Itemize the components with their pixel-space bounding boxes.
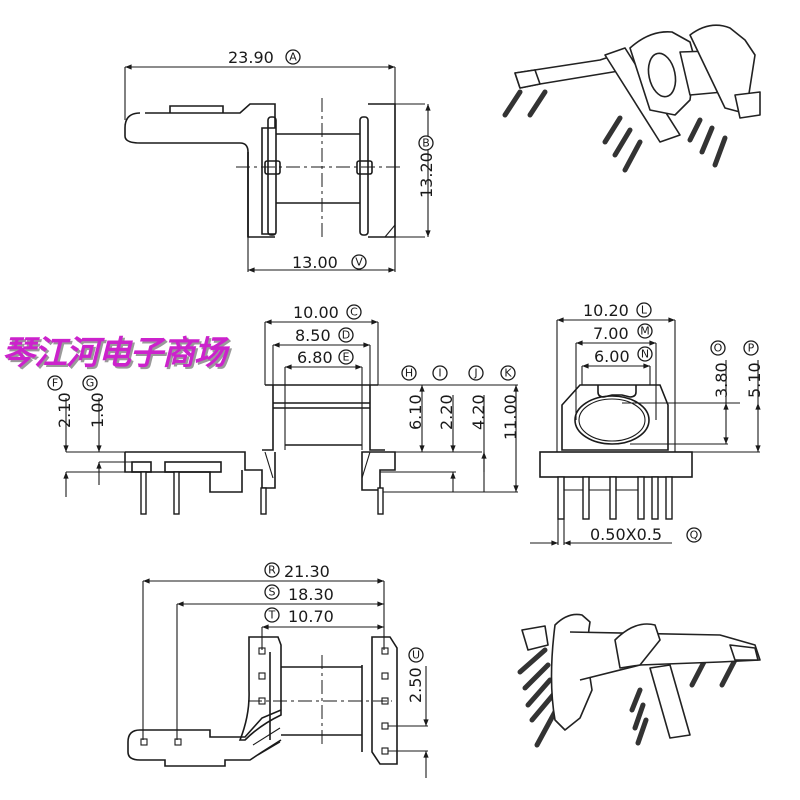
dim-p-value: 5.10 [745, 362, 764, 398]
dim-k-value: 11.00 [501, 394, 520, 440]
dim-o-value: 3.80 [712, 362, 731, 398]
isometric-view-top [502, 24, 761, 173]
side-view: 10.20 L 7.00 M 6.00 N [530, 301, 764, 546]
dim-d-label: D [342, 329, 350, 342]
top-view: 23.90 A 13.20 B 13.00 V [124, 48, 436, 273]
dim-s-value: 18.30 [288, 585, 334, 604]
dim-q-label: Q [690, 529, 699, 542]
dim-j-marker [468, 365, 484, 381]
front-view: 10.00 C 8.50 D 6.80 E [47, 303, 520, 515]
dim-l-value: 10.20 [583, 301, 629, 320]
dim-d-marker [338, 327, 354, 343]
dim-o-marker [710, 340, 726, 356]
dim-s-marker [264, 584, 280, 600]
dim-l-label: L [641, 304, 648, 317]
dim-t-value: 10.70 [288, 607, 334, 626]
dim-i-marker [432, 365, 448, 381]
dim-e-marker [338, 349, 354, 365]
dim-m-marker [637, 323, 653, 339]
dim-n-marker [637, 346, 653, 362]
isometric-view-bottom [517, 613, 761, 748]
dim-b-label: B [422, 137, 430, 150]
dim-b-marker [418, 135, 434, 151]
dim-q-value: 0.50X0.5 [590, 525, 662, 544]
dim-l-marker [636, 302, 652, 318]
dim-u-marker [408, 647, 424, 663]
bottom-view: R 21.30 S 18.30 T 10.70 [127, 562, 429, 778]
dim-t-marker [264, 607, 280, 623]
dim-f-marker [47, 375, 63, 391]
dim-b-value: 13.20 [417, 152, 436, 198]
dim-a-value: 23.90 [228, 48, 274, 67]
dim-s-label: S [269, 586, 276, 599]
dim-q-marker [686, 527, 702, 543]
dim-i-value: 2.20 [437, 394, 456, 430]
dim-g-value: 1.00 [88, 392, 107, 428]
dim-e-value: 6.80 [297, 348, 333, 367]
dim-v-label: V [355, 256, 363, 269]
dim-f-label: F [52, 377, 58, 390]
dim-v-value: 13.00 [292, 253, 338, 272]
dim-n-label: N [641, 348, 649, 361]
dim-o-label: O [714, 342, 723, 355]
dim-k-label: K [504, 367, 512, 380]
dim-a-marker [285, 49, 301, 65]
dim-j-value: 4.20 [469, 394, 488, 430]
dim-r-marker [264, 562, 280, 578]
dim-t-label: T [268, 609, 276, 622]
dim-f-value: 2.10 [55, 392, 74, 428]
dim-v-marker [351, 254, 367, 270]
dim-c-marker [346, 304, 362, 320]
dim-g-marker [82, 375, 98, 391]
dim-e-label: E [343, 351, 350, 364]
dim-u-label: U [412, 649, 420, 662]
dim-j-label: J [473, 367, 477, 380]
dim-m-label: M [640, 325, 650, 338]
dim-r-value: 21.30 [284, 562, 330, 581]
dim-a-label: A [289, 51, 297, 64]
dim-g-label: G [86, 377, 95, 390]
dim-m-value: 7.00 [593, 324, 629, 343]
dim-n-value: 6.00 [594, 347, 630, 366]
dim-i-label: I [438, 367, 441, 380]
dim-p-marker [743, 340, 759, 356]
dim-h-label: H [405, 367, 413, 380]
dim-c-value: 10.00 [293, 303, 339, 322]
dim-r-label: R [268, 564, 276, 577]
dim-c-label: C [350, 306, 358, 319]
watermark-text: 琴江河电子商场 [2, 333, 227, 372]
dim-u-value: 2.50 [406, 667, 425, 703]
dim-k-marker [500, 365, 516, 381]
dim-p-label: P [748, 342, 755, 355]
dim-d-value: 8.50 [295, 326, 331, 345]
dim-h-marker [401, 365, 417, 381]
